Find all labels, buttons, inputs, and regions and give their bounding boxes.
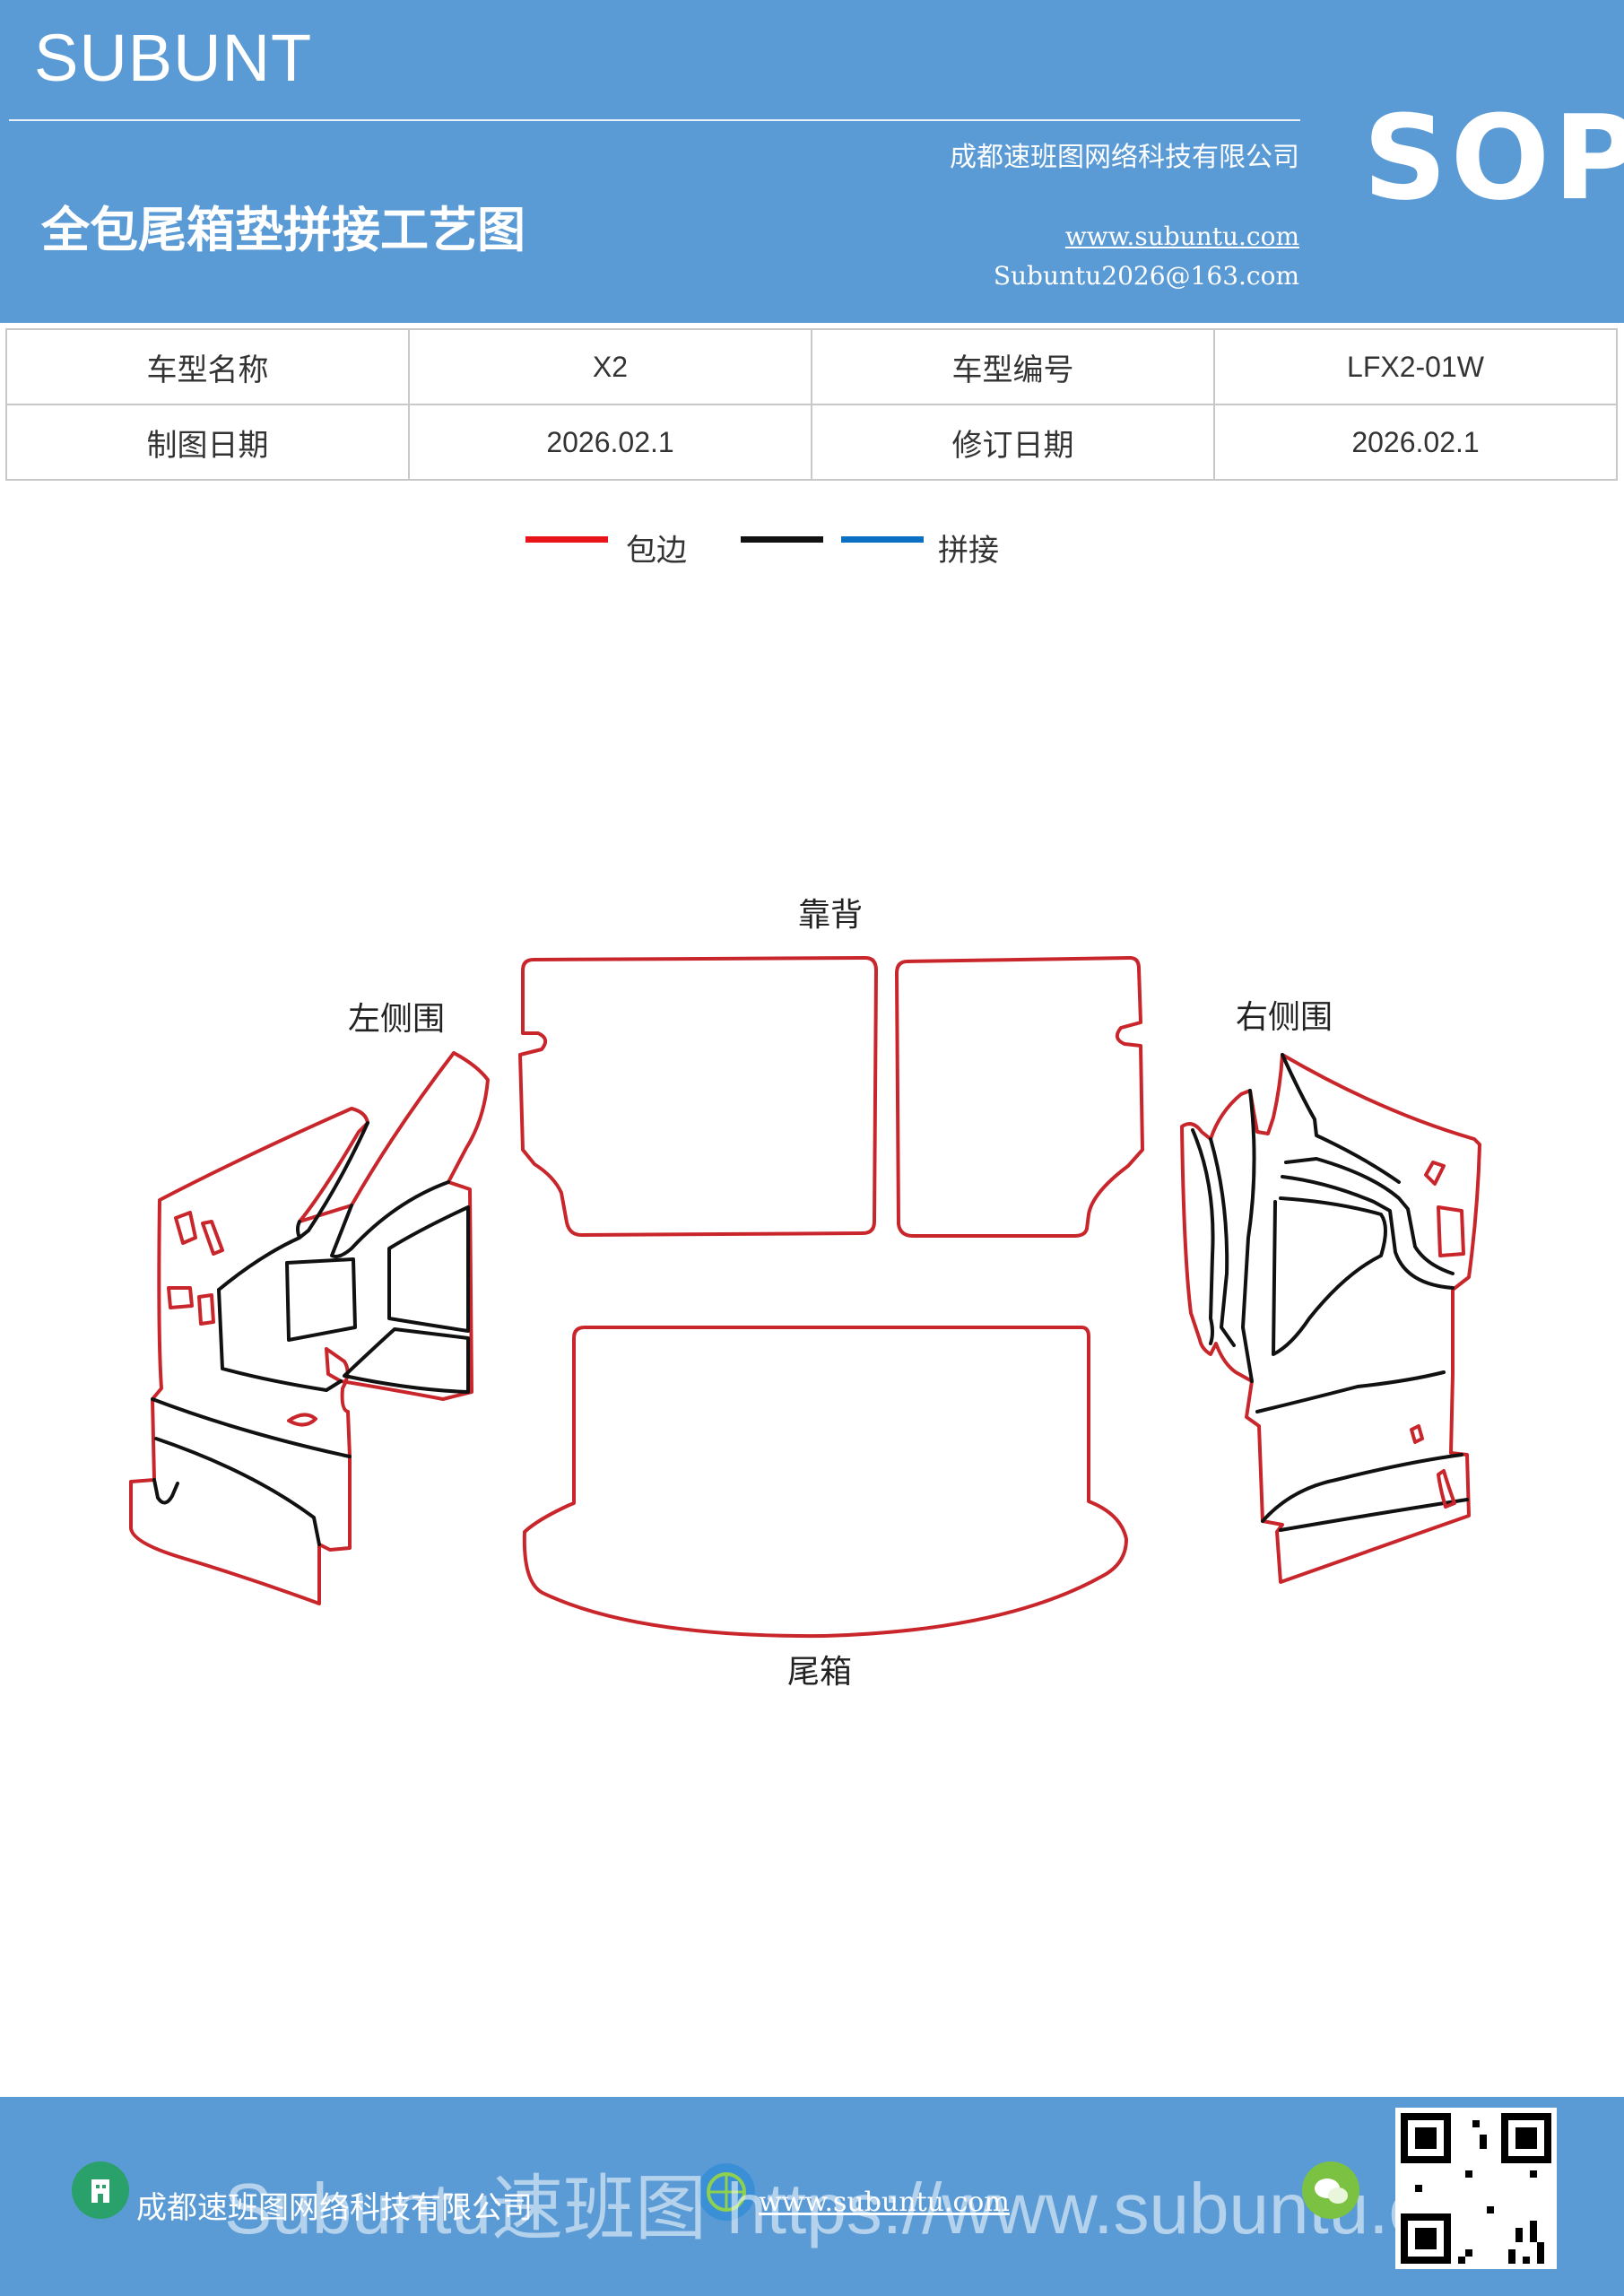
right-side-seam-2 — [1209, 1137, 1236, 1347]
label-right-side: 右侧围 — [1236, 999, 1333, 1036]
right-side-cutout-3 — [1410, 1424, 1424, 1444]
label-revision-date: 修订日期 — [811, 404, 1215, 481]
vehicle-info-table: 车型名称 X2 车型编号 LFX2-01W 制图日期 2026.02.1 修订日… — [5, 328, 1618, 481]
label-model-code: 车型编号 — [811, 328, 1215, 405]
qr-code-icon — [1395, 2108, 1557, 2269]
value-model-name: X2 — [408, 328, 812, 405]
header-banner: SUBUNT 全包尾箱垫拼接工艺图 成都速班图网络科技有限公司 www.subu… — [0, 0, 1624, 323]
label-backrest: 靠背 — [798, 897, 863, 934]
backrest-right-panel — [895, 956, 1144, 1238]
legend-seam-swatch — [841, 536, 924, 543]
right-side-seam-7 — [1272, 1196, 1387, 1356]
value-revision-date: 2026.02.1 — [1213, 404, 1618, 481]
legend-edge-swatch — [525, 536, 608, 543]
right-side-seam-8 — [1255, 1370, 1446, 1413]
value-model-code: LFX2-01W — [1213, 328, 1618, 405]
legend-edge-label: 包边 — [626, 533, 687, 569]
right-side-seam-4 — [1281, 1053, 1401, 1184]
left-side-seam-1 — [296, 1121, 369, 1239]
right-side-cutout-2 — [1437, 1205, 1465, 1257]
right-side-seam-1 — [1191, 1128, 1215, 1345]
header-company-name: 成都速班图网络科技有限公司 — [950, 142, 1299, 173]
left-side-outer — [129, 1051, 490, 1605]
left-side-seam-3 — [217, 1229, 343, 1392]
globe-icon — [698, 2163, 755, 2221]
brand-logo-text: SUBUNT — [34, 21, 313, 95]
trunk-floor-panel — [522, 1326, 1128, 1639]
left-side-cutout-2 — [201, 1220, 224, 1256]
left-side-cutout-5 — [287, 1413, 317, 1427]
left-side-seam-8 — [154, 1437, 321, 1546]
left-side-seam-6 — [343, 1327, 470, 1394]
footer-website-link[interactable]: www.subuntu.com — [759, 2187, 1010, 2218]
right-side-cutout-4 — [1437, 1469, 1456, 1509]
trunk-mat-diagram: 靠背 左侧围 右侧围 尾箱 — [129, 897, 1481, 1691]
table-row: 车型名称 X2 车型编号 LFX2-01W — [5, 328, 1618, 405]
right-side-seam-9 — [1261, 1453, 1463, 1523]
label-left-side: 左侧围 — [348, 1001, 445, 1038]
building-icon — [72, 2161, 129, 2219]
left-side-cutout-4 — [197, 1293, 215, 1326]
left-side-cutout-3 — [167, 1286, 194, 1309]
sop-badge: SOP — [1363, 90, 1624, 226]
value-draw-date: 2026.02.1 — [408, 404, 812, 481]
header-email[interactable]: Subuntu2026@163.com — [993, 261, 1299, 291]
right-side-seam-10 — [1279, 1498, 1469, 1532]
left-side-seam-9 — [152, 1478, 179, 1505]
left-side-seam-7 — [151, 1397, 352, 1458]
backrest-left-panel — [518, 956, 878, 1237]
left-side-cutout-1 — [174, 1211, 197, 1245]
right-side-seam-3 — [1241, 1089, 1256, 1383]
right-side-seam-6 — [1281, 1175, 1455, 1290]
left-side-seam-4 — [285, 1257, 357, 1342]
footer-banner: 成都速班图网络科技有限公司 www.subuntu.com Subuntu速班图… — [0, 2097, 1624, 2296]
legend: 包边 拼接 — [0, 520, 1624, 574]
legend-black-swatch — [741, 536, 823, 543]
right-side-cutout-1 — [1424, 1161, 1446, 1186]
legend-seam-label: 拼接 — [938, 533, 999, 569]
label-trunk: 尾箱 — [787, 1654, 852, 1691]
wechat-icon — [1302, 2161, 1359, 2219]
footer-company-name: 成都速班图网络科技有限公司 — [136, 2190, 533, 2226]
table-row: 制图日期 2026.02.1 修订日期 2026.02.1 — [5, 404, 1618, 481]
right-side-seam-5 — [1284, 1157, 1455, 1275]
document-title: 全包尾箱垫拼接工艺图 — [41, 202, 525, 258]
header-website-link[interactable]: www.subuntu.com — [1064, 222, 1299, 251]
label-draw-date: 制图日期 — [5, 404, 410, 481]
left-side-seam-2 — [330, 1180, 450, 1258]
left-side-seam-5 — [387, 1205, 470, 1333]
header-divider — [9, 119, 1300, 121]
label-model-name: 车型名称 — [5, 328, 410, 405]
